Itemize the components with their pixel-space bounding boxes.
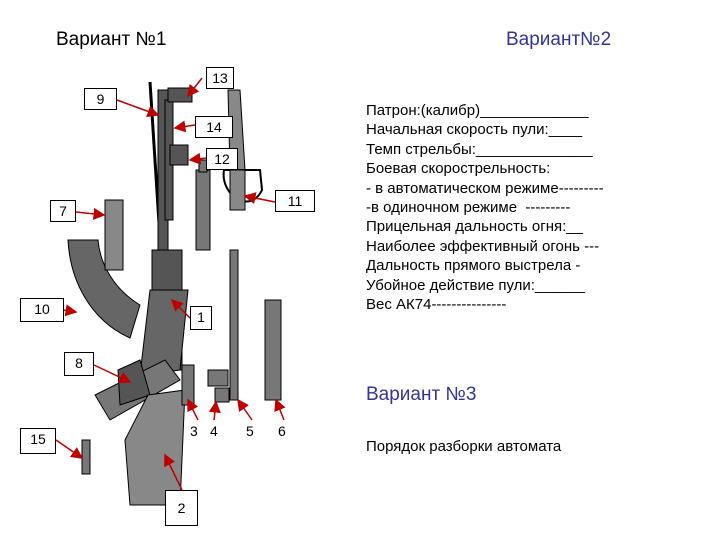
bolt-parts: [181, 249, 282, 406]
spec-line: Боевая скорострельность:: [366, 160, 551, 178]
label-11: 11: [275, 190, 315, 212]
cleaning-kit: [104, 199, 124, 271]
spec-line: - в автоматическом режиме---------: [366, 179, 604, 197]
spec-line: Убойное действие пули:______: [366, 276, 585, 294]
gas-tube: [195, 159, 211, 251]
spec-line: Дальность прямого выстрела -: [366, 257, 581, 275]
variant3-title: Вариант №3: [366, 384, 477, 405]
rifle-body: [94, 87, 193, 506]
spec-line: Вес АК74---------------: [366, 296, 507, 314]
magazine: [67, 239, 141, 339]
spec-line: Прицельная дальность огня:__: [366, 218, 583, 236]
label-9: 9: [84, 88, 117, 110]
label-13: 13: [206, 67, 234, 89]
variant2-title: Вариант№2: [506, 29, 612, 50]
disassembly-order-text: Порядок разборки автомата: [366, 438, 562, 455]
label-5: 5: [246, 423, 254, 439]
label-10: 10: [20, 298, 64, 322]
label-8: 8: [64, 352, 94, 376]
label-2: 2: [165, 490, 198, 526]
spec-line: Патрон:(калибр)_____________: [366, 102, 589, 119]
label-4: 4: [210, 423, 218, 439]
label-12: 12: [206, 148, 238, 170]
pin-part: [81, 439, 91, 475]
specs-list: Патрон:(калибр)_____________ Начальная с…: [366, 101, 604, 314]
spec-line: Темп стрельбы:______________: [366, 140, 593, 158]
spec-line: Начальная скорость пули:____: [366, 121, 583, 139]
variant1-title: Вариант №1: [56, 29, 167, 50]
label-6: 6: [278, 423, 286, 439]
label-15: 15: [20, 428, 56, 454]
label-7: 7: [50, 200, 76, 222]
label-3: 3: [190, 423, 198, 439]
leader-arrows: [55, 77, 286, 491]
label-1: 1: [190, 306, 212, 330]
spec-line: -в одиночном режиме ---------: [366, 199, 571, 217]
spec-line: Наиболее эффективный огонь ---: [366, 237, 600, 255]
label-14: 14: [195, 116, 233, 138]
